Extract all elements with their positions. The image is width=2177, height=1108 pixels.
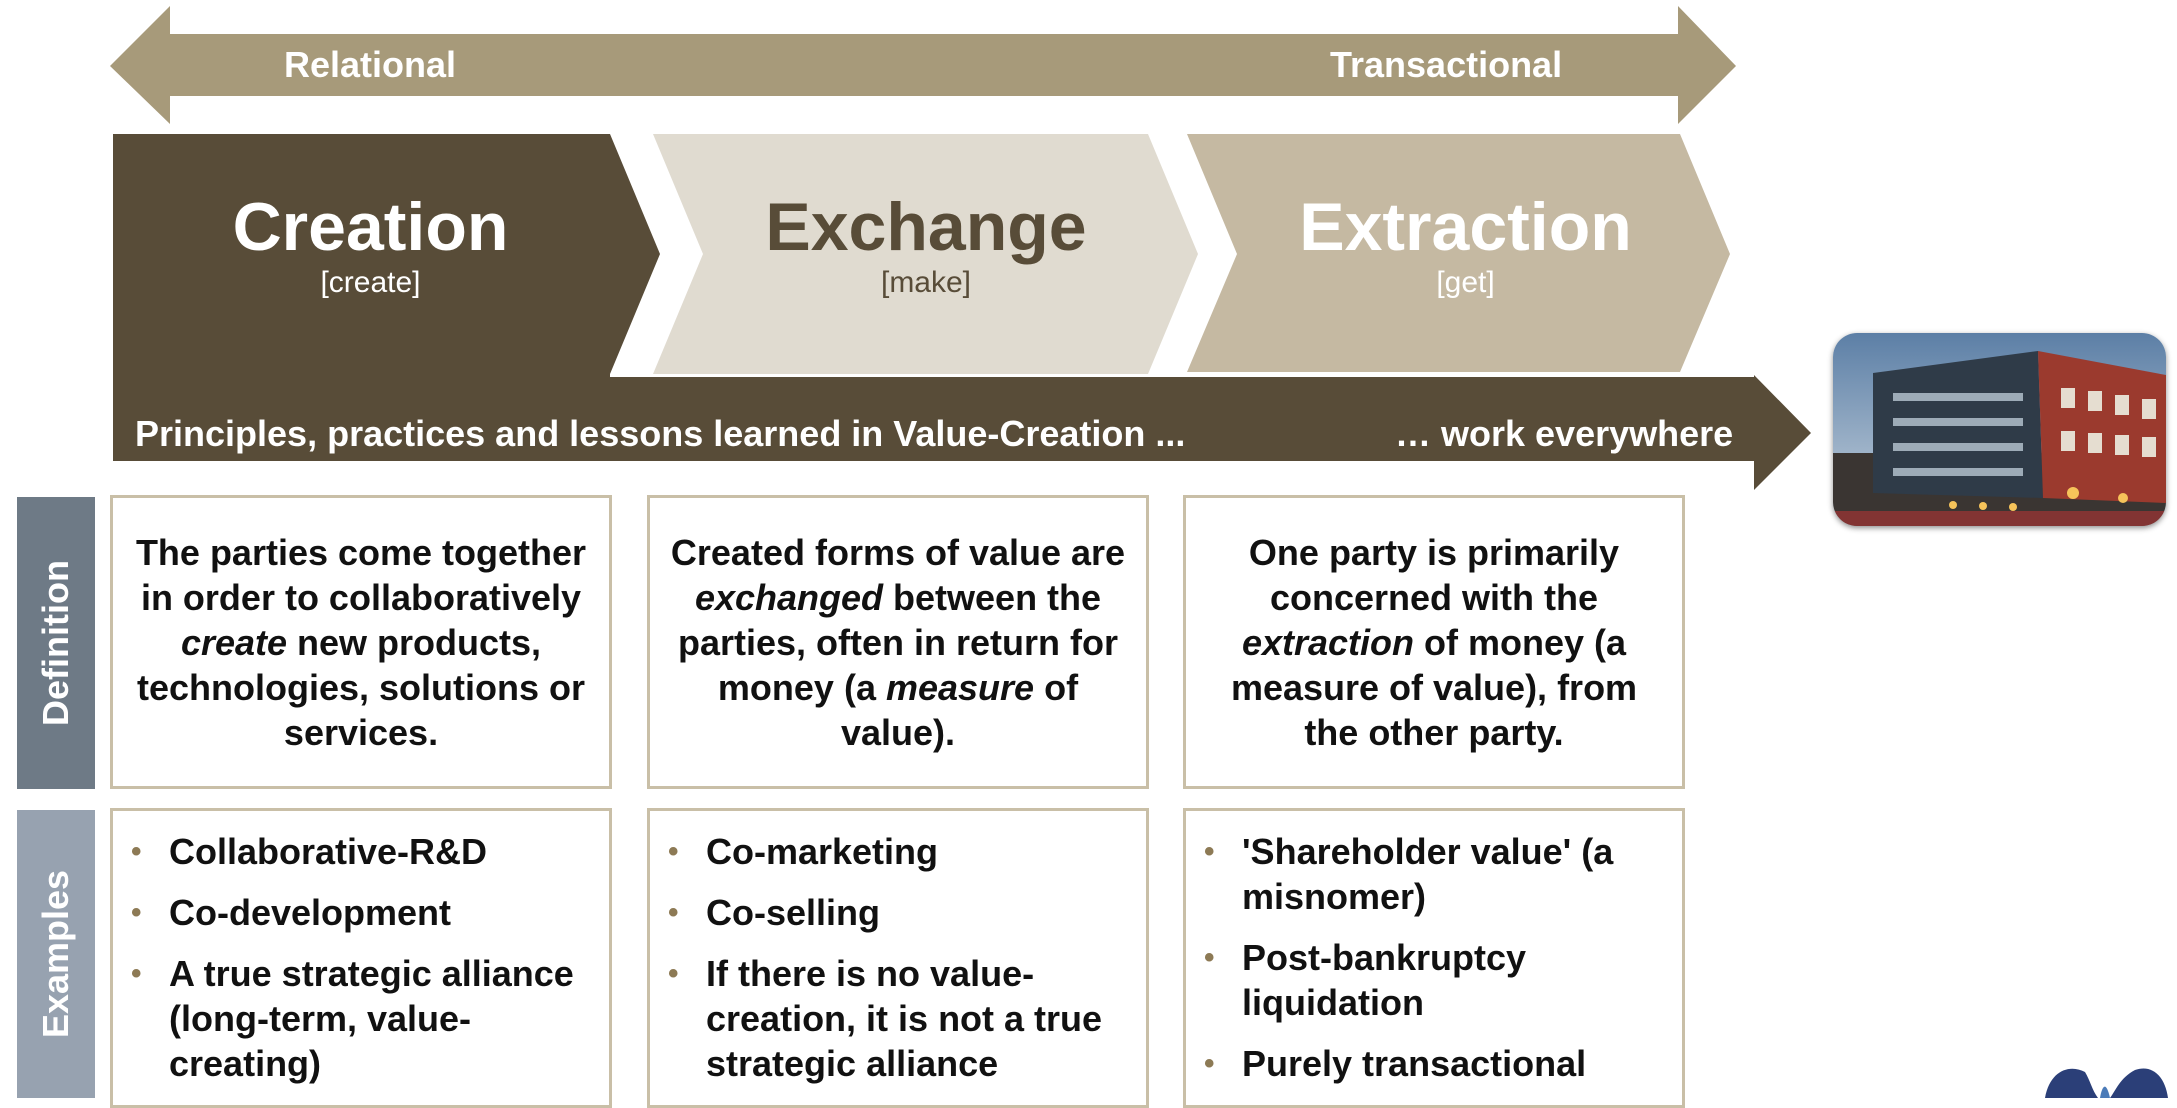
list-item: Purely transactional — [1186, 1041, 1672, 1086]
extraction-title: Extraction — [1299, 189, 1632, 265]
creation-title: Creation — [232, 189, 509, 265]
creation-examples: Collaborative-R&D Co-development A true … — [110, 808, 612, 1108]
band-right-text: … work everywhere — [1395, 413, 1734, 454]
list-item: Co-marketing — [650, 829, 1136, 874]
definition-label: Definition — [35, 560, 76, 726]
list-item: If there is no value-creation, it is not… — [650, 951, 1136, 1086]
exchange-definition-text: Created forms of value are exchanged bet… — [670, 531, 1126, 753]
value-creation-band-arrow — [113, 375, 1811, 490]
list-item: Co-development — [113, 890, 599, 935]
extraction-examples: 'Shareholder value' (a misnomer) Post-ba… — [1183, 808, 1685, 1108]
definition-row-tab: Definition — [17, 497, 95, 789]
list-item: Co-selling — [650, 890, 1136, 935]
extraction-definition: One party is primarily concerned with th… — [1183, 495, 1685, 789]
extraction-chevron — [1187, 134, 1730, 372]
butterfly-logo-icon — [2040, 1062, 2170, 1098]
office-building-photo — [1833, 333, 2166, 526]
exchange-chevron — [653, 134, 1198, 374]
exchange-title: Exchange — [765, 189, 1087, 265]
relational-transactional-arrow — [110, 6, 1736, 124]
creation-definition-text: The parties come together in order to co… — [135, 531, 587, 753]
list-item: A true strategic alliance (long-term, va… — [113, 951, 599, 1086]
list-item: Collaborative-R&D — [113, 829, 599, 874]
transactional-label: Transactional — [1330, 44, 1563, 85]
exchange-subtitle: [make] — [880, 266, 972, 299]
extraction-definition-text: One party is primarily concerned with th… — [1230, 531, 1638, 753]
creation-subtitle: [create] — [320, 266, 421, 299]
exchange-stage: Exchange [make] — [700, 188, 1152, 300]
relational-label: Relational — [284, 44, 457, 85]
band-left-text: Principles, practices and lessons learne… — [135, 413, 1186, 454]
list-item: Post-bankruptcy liquidation — [1186, 935, 1672, 1025]
exchange-examples: Co-marketing Co-selling If there is no v… — [647, 808, 1149, 1108]
creation-definition: The parties come together in order to co… — [110, 495, 612, 789]
extraction-stage: Extraction [get] — [1237, 188, 1694, 300]
list-item: 'Shareholder value' (a misnomer) — [1186, 829, 1672, 919]
extraction-subtitle: [get] — [1436, 266, 1495, 299]
creation-stage: Creation [create] — [113, 188, 628, 300]
exchange-definition: Created forms of value are exchanged bet… — [647, 495, 1149, 789]
creation-chevron — [113, 134, 660, 377]
examples-row-tab: Examples — [17, 810, 95, 1098]
examples-label: Examples — [35, 869, 76, 1039]
